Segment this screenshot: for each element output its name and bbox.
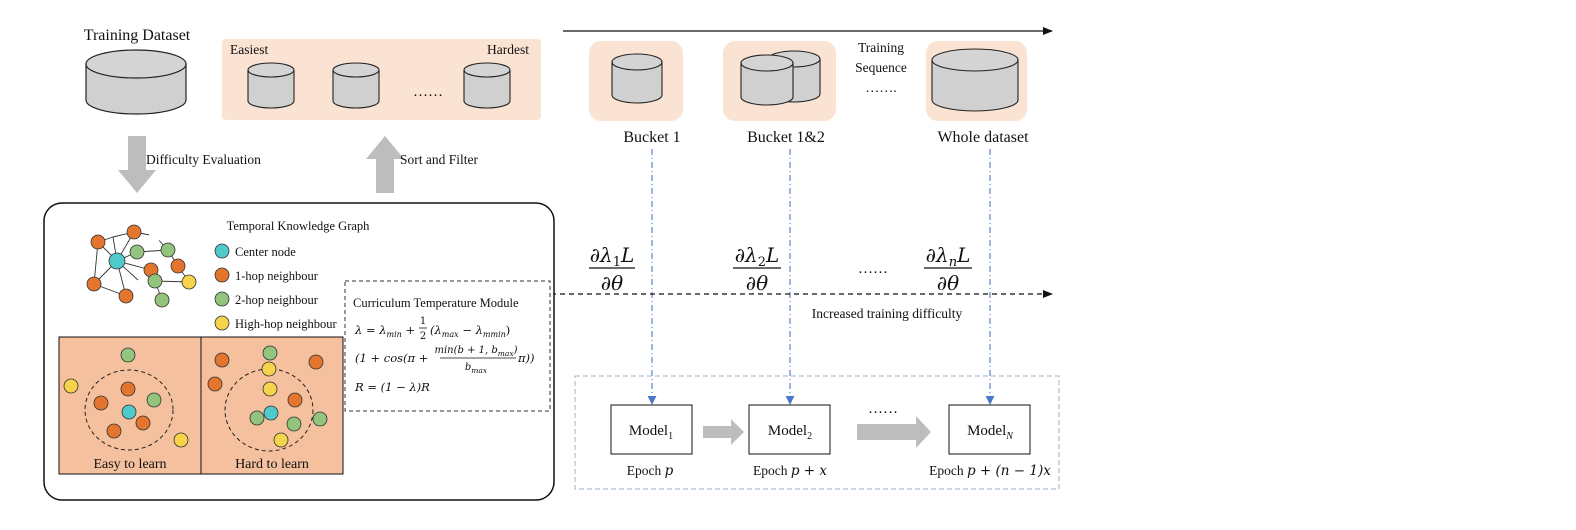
model-2-label: Model2	[768, 423, 812, 442]
svg-text:∂λ2L: ∂λ2L	[735, 243, 780, 270]
tkg-legend: Center node 1-hop neighbour 2-hop neighb…	[214, 243, 338, 331]
epoch-n-label: Epoch p + (n − 1)x	[929, 463, 1051, 479]
sort-and-filter-label: Sort and Filter	[400, 152, 478, 167]
svg-text:(1 + cos(π +: (1 + cos(π +	[355, 351, 428, 365]
svg-text:∂θ: ∂θ	[937, 271, 959, 295]
svg-text:λ = λmin +: λ = λmin +	[354, 323, 415, 339]
ctm-box	[344, 280, 551, 412]
training-sequence-label-line2: Sequence	[855, 60, 907, 75]
ctm-cos-formula: (1 + cos(π + min(b + 1, bmax) bmax π))	[355, 345, 535, 375]
model-n-box	[948, 404, 1031, 455]
bucket-1-overlap-cylinder-icon	[740, 54, 794, 106]
hardest-bucket-cylinder-icon	[463, 62, 511, 109]
svg-text:1: 1	[420, 316, 426, 327]
model-1-box	[610, 404, 693, 455]
whole-dataset-label: Whole dataset	[937, 129, 1029, 146]
svg-text:bmax: bmax	[465, 362, 488, 375]
model-2-to-n-arrow	[857, 416, 931, 448]
gradient-2-fraction: ∂λ2L ∂θ	[733, 243, 781, 295]
svg-text:∂λ1L: ∂λ1L	[590, 243, 635, 270]
models-ellipsis: ……	[868, 401, 898, 417]
models-panel	[574, 375, 1060, 490]
bucket-1-label: Bucket 1	[623, 129, 680, 146]
hard-subgraph	[207, 345, 328, 452]
gradient-ellipsis: ……	[858, 261, 888, 277]
graph-nodes	[86, 224, 197, 308]
whole-dataset-cylinder-icon	[931, 48, 1019, 112]
model-n-label: ModelN	[967, 423, 1014, 442]
svg-text:π)): π))	[517, 351, 535, 365]
hard-to-learn-label: Hard to learn	[235, 457, 309, 472]
ranked-buckets-ellipsis: ……	[413, 84, 443, 100]
gradient-1-fraction: ∂λ1L ∂θ	[589, 243, 635, 295]
legend-1-hop: 1-hop neighbour	[235, 269, 319, 283]
ranked-buckets-panel	[222, 39, 541, 120]
training-sequence-label-line1: Training	[858, 40, 904, 55]
second-bucket-cylinder-icon	[332, 62, 380, 109]
easy-subgraph	[63, 347, 189, 451]
svg-text:2: 2	[420, 331, 426, 342]
easy-to-learn-label: Easy to learn	[93, 457, 166, 472]
training-sequence-ellipsis: …….	[865, 81, 897, 96]
svg-text:(λmax − λmmin): (λmax − λmmin)	[430, 323, 510, 339]
tkg-title: Temporal Knowledge Graph	[227, 219, 371, 233]
svg-text:∂θ: ∂θ	[746, 271, 768, 295]
bucket-1-2-label: Bucket 1&2	[747, 129, 825, 146]
easiest-label: Easiest	[230, 42, 268, 57]
gradient-n-fraction: ∂λnL ∂θ	[924, 243, 972, 295]
epoch-1-label: Epoch p	[627, 463, 674, 479]
difficulty-evaluation-label: Difficulty Evaluation	[146, 152, 261, 167]
legend-2-hop: 2-hop neighbour	[235, 293, 319, 307]
legend-high-hop: High-hop neighbour	[235, 317, 338, 331]
training-dataset-cylinder-icon	[85, 49, 187, 115]
increased-difficulty-label: Increased training difficulty	[812, 306, 963, 321]
ctm-r-formula: R = (1 − λ)R	[354, 380, 430, 394]
difficulty-evaluation-arrow	[118, 136, 156, 193]
hardest-label: Hardest	[487, 42, 529, 57]
model-2-box	[748, 404, 831, 455]
svg-text:∂θ: ∂θ	[601, 271, 623, 295]
ctm-lambda-formula: λ = λmin + 1 2 (λmax − λmmin)	[354, 316, 510, 342]
bucket-1-cylinder-icon	[611, 53, 663, 104]
easiest-bucket-cylinder-icon	[247, 62, 295, 109]
svg-text:min(b + 1, bmax): min(b + 1, bmax)	[434, 345, 517, 358]
training-dataset-title: Training Dataset	[84, 27, 191, 44]
epoch-2-label: Epoch p + x	[753, 463, 827, 479]
ctm-title: Curriculum Temperature Module	[353, 296, 519, 310]
legend-center-node: Center node	[235, 245, 296, 259]
model-1-label: Model1	[629, 423, 673, 442]
svg-text:∂λnL: ∂λnL	[926, 243, 971, 270]
model-1-to-2-arrow	[703, 419, 744, 445]
sort-and-filter-arrow	[366, 136, 404, 193]
